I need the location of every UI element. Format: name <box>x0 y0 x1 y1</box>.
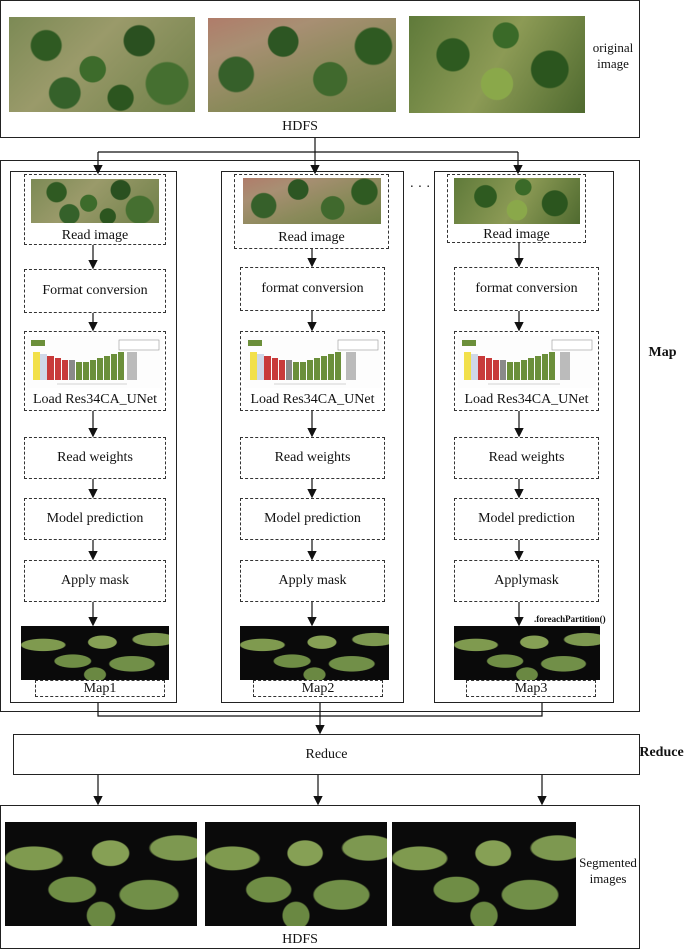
read-weights-step-2: Read weights <box>240 437 385 479</box>
format-conversion-step-2: format conversion <box>240 267 385 311</box>
read-image-step-3: Read image <box>447 174 586 243</box>
original-image-1 <box>9 17 195 112</box>
read-image-step-1: Read image <box>24 174 166 245</box>
step-label: Read image <box>61 228 129 243</box>
segmented-images-label: Segmented images <box>579 855 637 886</box>
input-thumbnail-3 <box>454 178 580 224</box>
input-thumbnail-1 <box>31 179 159 223</box>
input-thumbnail-2 <box>243 178 381 224</box>
load-model-step-1: Load Res34CA_UNet <box>24 331 166 411</box>
map-task-column-3 <box>434 171 614 703</box>
read-image-step-2: Read image <box>234 174 389 249</box>
load-model-step-2: Load Res34CA_UNet <box>240 331 385 411</box>
segmented-image-3 <box>392 822 576 926</box>
mask-output-3 <box>454 626 600 680</box>
model-prediction-step-2: Model prediction <box>240 498 385 540</box>
network-diagram-1 <box>27 336 163 388</box>
apply-mask-step-3: Applymask <box>454 560 599 602</box>
original-image-label: original image <box>592 40 634 71</box>
segmented-image-2 <box>205 822 387 926</box>
load-model-step-3: Load Res34CA_UNet <box>454 331 599 411</box>
model-prediction-step-3: Model prediction <box>454 498 599 540</box>
reduce-stage-label: Reduce <box>639 745 684 760</box>
map-output-label-2: Map2 <box>253 680 383 697</box>
read-weights-step-3: Read weights <box>454 437 599 479</box>
mask-output-1 <box>21 626 169 680</box>
map-stage-label: Map <box>648 345 677 360</box>
mask-output-2 <box>240 626 389 680</box>
ellipsis: · · · <box>409 180 431 195</box>
format-conversion-step-3: format conversion <box>454 267 599 311</box>
apply-mask-step-2: Apply mask <box>240 560 385 602</box>
step-label: Load Res34CA_UNet <box>464 392 589 407</box>
network-diagram-3 <box>458 336 596 388</box>
original-image-3 <box>409 16 585 113</box>
original-image-2 <box>208 18 396 112</box>
apply-mask-step-1: Apply mask <box>24 560 166 602</box>
hdfs-output-label: HDFS <box>282 932 318 947</box>
reduce-box: Reduce <box>13 734 640 775</box>
step-label: Load Res34CA_UNet <box>32 392 158 407</box>
network-diagram-2 <box>244 336 382 388</box>
foreach-partition-annotation: .foreachPartition() <box>534 614 606 624</box>
step-label: Load Res34CA_UNet <box>250 392 375 407</box>
segmented-image-1 <box>5 822 197 926</box>
hdfs-input-label: HDFS <box>282 119 318 134</box>
map-output-label-3: Map3 <box>466 680 596 697</box>
map-output-label-1: Map1 <box>35 680 165 697</box>
step-label: Read image <box>483 227 550 242</box>
format-conversion-step-1: Format conversion <box>24 269 166 313</box>
read-weights-step-1: Read weights <box>24 437 166 479</box>
model-prediction-step-1: Model prediction <box>24 498 166 540</box>
step-label: Read image <box>278 230 345 245</box>
